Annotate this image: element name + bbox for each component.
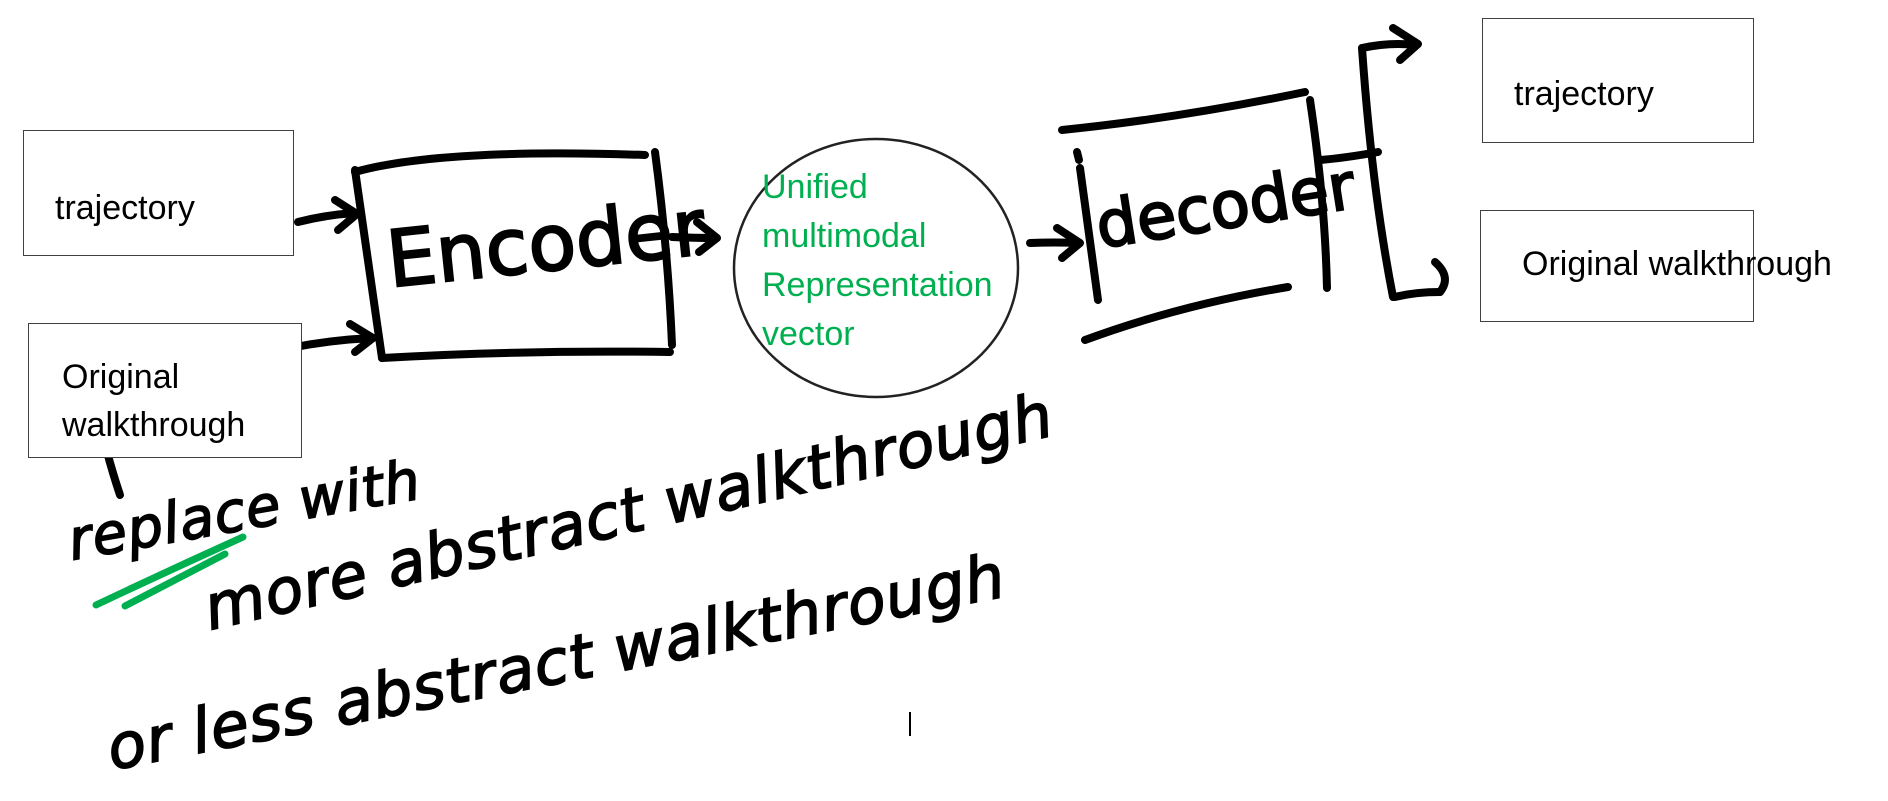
output-walkthrough-label: Original walkthrough [1522, 245, 1832, 283]
input-trajectory-box [23, 130, 294, 256]
decoder-label: decoder [1091, 150, 1361, 264]
input-trajectory-label: trajectory [55, 189, 195, 227]
arrow-encoder-to-vector [668, 218, 721, 256]
input-walkthrough-label-2: walkthrough [62, 406, 246, 444]
output-splitter-bracket [1316, 24, 1449, 301]
representation-line-2: multimodal [762, 217, 927, 255]
output-trajectory-box [1482, 18, 1754, 143]
input-arrow-walkthrough [286, 320, 377, 356]
decoder-box-outline [1058, 88, 1331, 344]
green-marks [92, 533, 247, 610]
text-cursor [909, 712, 911, 736]
arrow-vector-to-decoder [1026, 224, 1084, 262]
encoder-box-outline [351, 148, 676, 362]
output-trajectory-label: trajectory [1514, 75, 1654, 113]
output-walkthrough-box [1480, 210, 1754, 322]
input-arrow-trajectory [294, 196, 361, 234]
input-walkthrough-label-1: Original [62, 358, 180, 396]
representation-line-4: vector [762, 315, 855, 353]
encoder-label: Encoder [383, 183, 710, 306]
representation-line-3: Representation [762, 266, 993, 304]
representation-circle [732, 137, 1020, 399]
input-walkthrough-box [28, 323, 302, 458]
representation-line-1: Unified [762, 168, 868, 206]
